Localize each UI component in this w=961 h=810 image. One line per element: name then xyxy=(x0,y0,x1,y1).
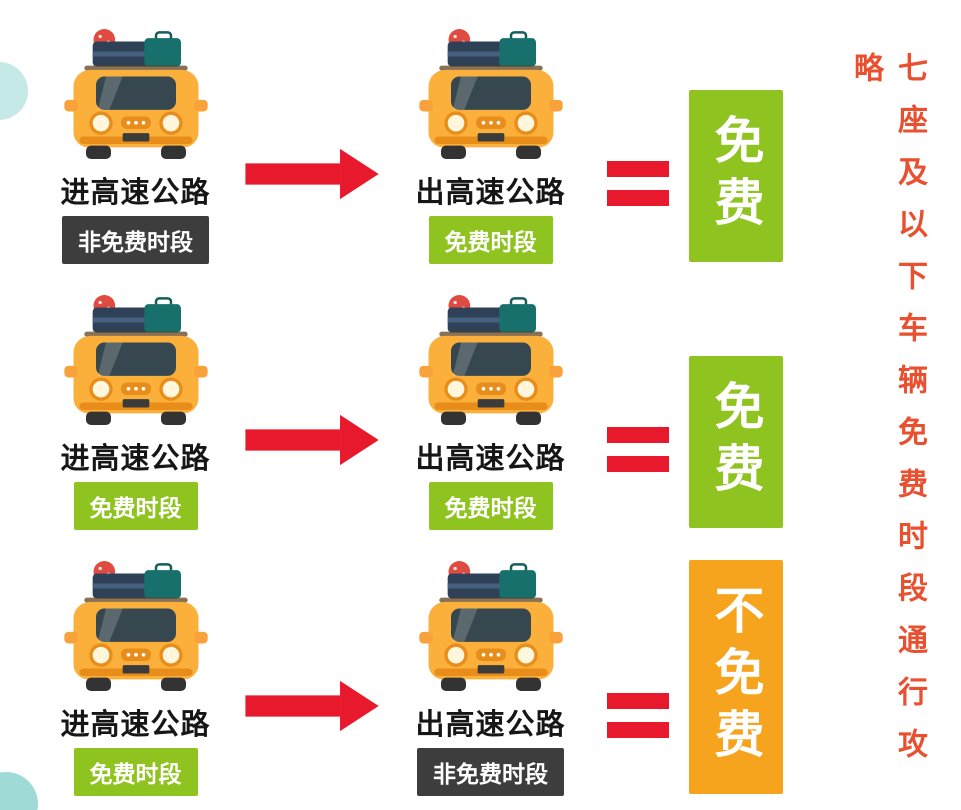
enter-highway-label: 进高速公路 xyxy=(60,177,211,209)
car-with-luggage-icon xyxy=(417,27,564,161)
right-arrow-icon xyxy=(245,148,379,200)
exit-highway-group: 出高速公路 非免费时段 xyxy=(383,556,598,796)
car-with-luggage-icon xyxy=(62,293,209,427)
result-box: 免费 xyxy=(688,356,783,528)
arrow-column xyxy=(243,678,383,734)
equals-bar-top xyxy=(607,427,669,443)
scenario-rows: 进高速公路 非免费时段 出高速公路 免费时段 免费 进高速 xyxy=(28,4,828,802)
equals-bar-top xyxy=(607,161,669,177)
car-with-luggage-icon xyxy=(62,27,209,161)
result-box: 免费 xyxy=(688,90,783,262)
exit-highway-label: 出高速公路 xyxy=(415,443,566,475)
exit-highway-label: 出高速公路 xyxy=(415,177,566,209)
exit-period-badge: 非免费时段 xyxy=(417,748,564,796)
enter-highway-group: 进高速公路 非免费时段 xyxy=(28,24,243,264)
car-with-luggage-icon xyxy=(417,293,564,427)
scenario-row-3: 进高速公路 免费时段 出高速公路 非免费时段 不免费 xyxy=(28,536,828,802)
exit-period-badge: 免费时段 xyxy=(428,482,553,530)
result-column: 免费 xyxy=(678,90,793,262)
enter-period-badge: 免费时段 xyxy=(73,748,198,796)
enter-highway-label: 进高速公路 xyxy=(60,443,211,475)
equals-bar-top xyxy=(607,693,669,709)
decorative-circle-top-left xyxy=(0,62,28,120)
enter-period-badge: 免费时段 xyxy=(73,482,198,530)
arrow-column xyxy=(243,146,383,202)
enter-highway-group: 进高速公路 免费时段 xyxy=(28,290,243,530)
scenario-row-2: 进高速公路 免费时段 出高速公路 免费时段 免费 xyxy=(28,270,828,536)
equals-icon xyxy=(598,427,678,472)
equals-bar-bottom xyxy=(607,190,669,206)
equals-bar-bottom xyxy=(607,456,669,472)
enter-highway-label: 进高速公路 xyxy=(60,709,211,741)
car-with-luggage-icon xyxy=(417,559,564,693)
scenario-row-1: 进高速公路 非免费时段 出高速公路 免费时段 免费 xyxy=(28,4,828,270)
enter-highway-group: 进高速公路 免费时段 xyxy=(28,556,243,796)
right-arrow-icon xyxy=(245,680,379,732)
right-arrow-icon xyxy=(245,414,379,466)
car-with-luggage-icon xyxy=(62,559,209,693)
exit-period-badge: 免费时段 xyxy=(428,216,553,264)
equals-icon xyxy=(598,693,678,738)
enter-period-badge: 非免费时段 xyxy=(62,216,209,264)
equals-bar-bottom xyxy=(607,722,669,738)
result-column: 不免费 xyxy=(678,560,793,794)
page-title: 七座及以下车辆免费时段通行攻略 xyxy=(849,52,926,780)
equals-icon xyxy=(598,161,678,206)
arrow-column xyxy=(243,412,383,468)
exit-highway-label: 出高速公路 xyxy=(415,709,566,741)
exit-highway-group: 出高速公路 免费时段 xyxy=(383,290,598,530)
exit-highway-group: 出高速公路 免费时段 xyxy=(383,24,598,264)
result-box: 不免费 xyxy=(688,560,783,794)
result-column: 免费 xyxy=(678,356,793,528)
